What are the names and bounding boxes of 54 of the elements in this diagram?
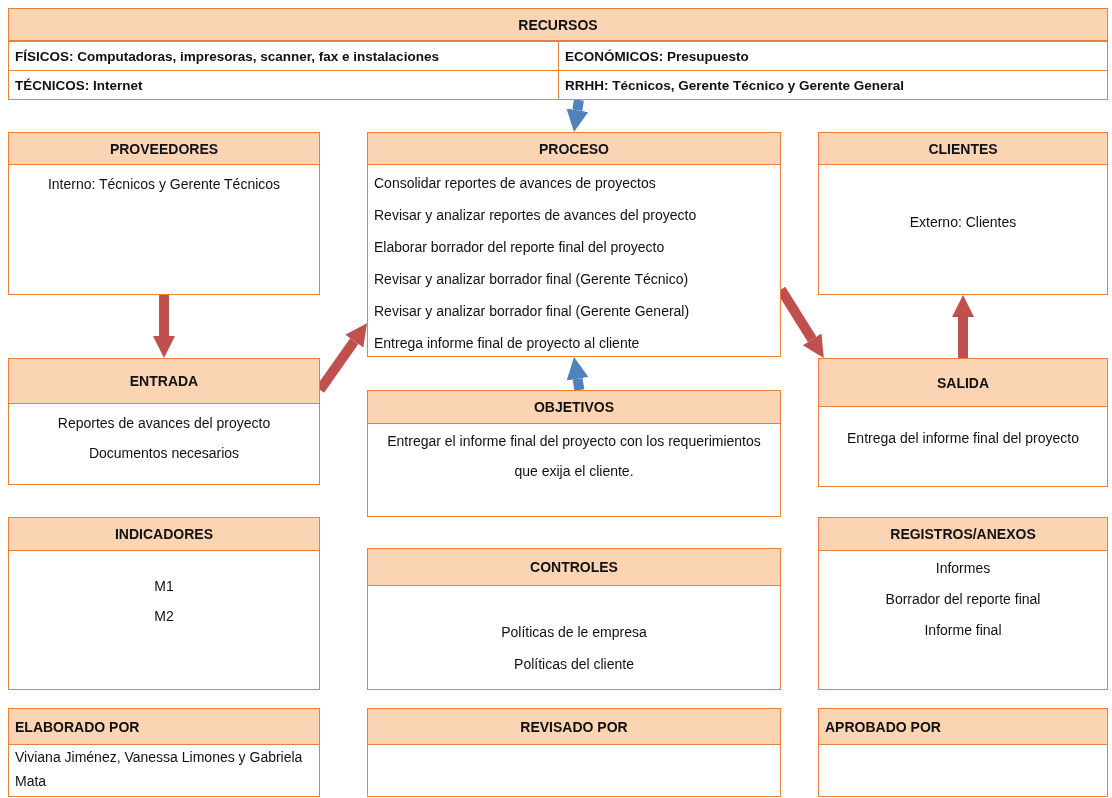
- section-panel: [818, 132, 1108, 295]
- section-heading: PROVEEDORES: [9, 133, 319, 165]
- section-text: Reportes de avances del proyecto: [57, 414, 271, 433]
- section-panel: [367, 132, 781, 357]
- section-text: Consolidar reportes de avances de proyectos: [374, 174, 656, 193]
- section-heading: CONTROLES: [368, 549, 780, 586]
- section-heading: INDICADORES: [9, 518, 319, 551]
- resources-table: [8, 8, 1108, 100]
- section-heading: ELABORADO POR: [9, 709, 319, 745]
- section-text: Revisar y analizar borrador final (Gerente General): [374, 302, 690, 321]
- resource-entry: RRHH: Técnicos, Gerente Técnico y Gerente General: [558, 70, 1107, 99]
- section-panel: [367, 390, 781, 517]
- section-panel: [8, 708, 320, 797]
- section-panel: [8, 358, 320, 485]
- section-heading: APROBADO POR: [819, 709, 1107, 745]
- section-heading: CLIENTES: [819, 133, 1107, 165]
- section-panel: [8, 132, 320, 295]
- section-panel: [818, 358, 1108, 487]
- block-arrow: [952, 295, 974, 358]
- section-text: Informes: [935, 559, 991, 578]
- section-heading: RECURSOS: [9, 9, 1107, 41]
- section-text: M2: [154, 607, 174, 626]
- section-text: Entregar el informe final del proyecto con los requerimientos que exija el cliente.: [386, 432, 762, 481]
- section-text: Documentos necesarios: [88, 444, 240, 463]
- block-arrow: [566, 357, 589, 391]
- section-text: Elaborar borrador del reporte final del proyecto: [374, 238, 665, 257]
- resource-entry: FÍSICOS: Computadoras, impresoras, scanner, fax e instalaciones: [9, 41, 558, 70]
- resource-entry: ECONÓMICOS: Presupuesto: [558, 41, 1107, 70]
- section-text: Políticas del cliente: [514, 655, 634, 674]
- section-heading: SALIDA: [819, 359, 1107, 407]
- section-panel: [818, 708, 1108, 797]
- section-text: M1: [154, 577, 174, 596]
- section-text: Revisar y analizar reportes de avances del proyecto: [374, 206, 697, 225]
- section-panel: [818, 517, 1108, 690]
- section-heading: ENTRADA: [9, 359, 319, 404]
- resource-entry: TÉCNICOS: Internet: [9, 70, 558, 99]
- section-text: Entrega del informe final del proyecto: [847, 429, 1079, 448]
- section-text: Políticas de le empresa: [501, 623, 647, 642]
- section-panel: [367, 548, 781, 690]
- section-text: Informe final: [924, 621, 1002, 640]
- section-text: Viviana Jiménez, Vanessa Limones y Gabriela Mata: [15, 748, 304, 791]
- section-text: Revisar y analizar borrador final (Gerente Técnico): [374, 270, 689, 289]
- section-heading: OBJETIVOS: [368, 391, 780, 424]
- section-panel: [8, 517, 320, 690]
- section-text: Entrega informe final de proyecto al cliente: [374, 334, 640, 353]
- section-heading: PROCESO: [368, 133, 780, 165]
- block-arrow: [566, 99, 589, 132]
- section-heading: REGISTROS/ANEXOS: [819, 518, 1107, 551]
- section-heading: REVISADO POR: [368, 709, 780, 745]
- section-text: Interno: Técnicos y Gerente Técnicos: [47, 175, 281, 194]
- section-text: Borrador del reporte final: [885, 590, 1041, 609]
- section-text: Externo: Clientes: [909, 213, 1017, 232]
- block-arrow: [153, 295, 175, 358]
- section-panel: [367, 708, 781, 797]
